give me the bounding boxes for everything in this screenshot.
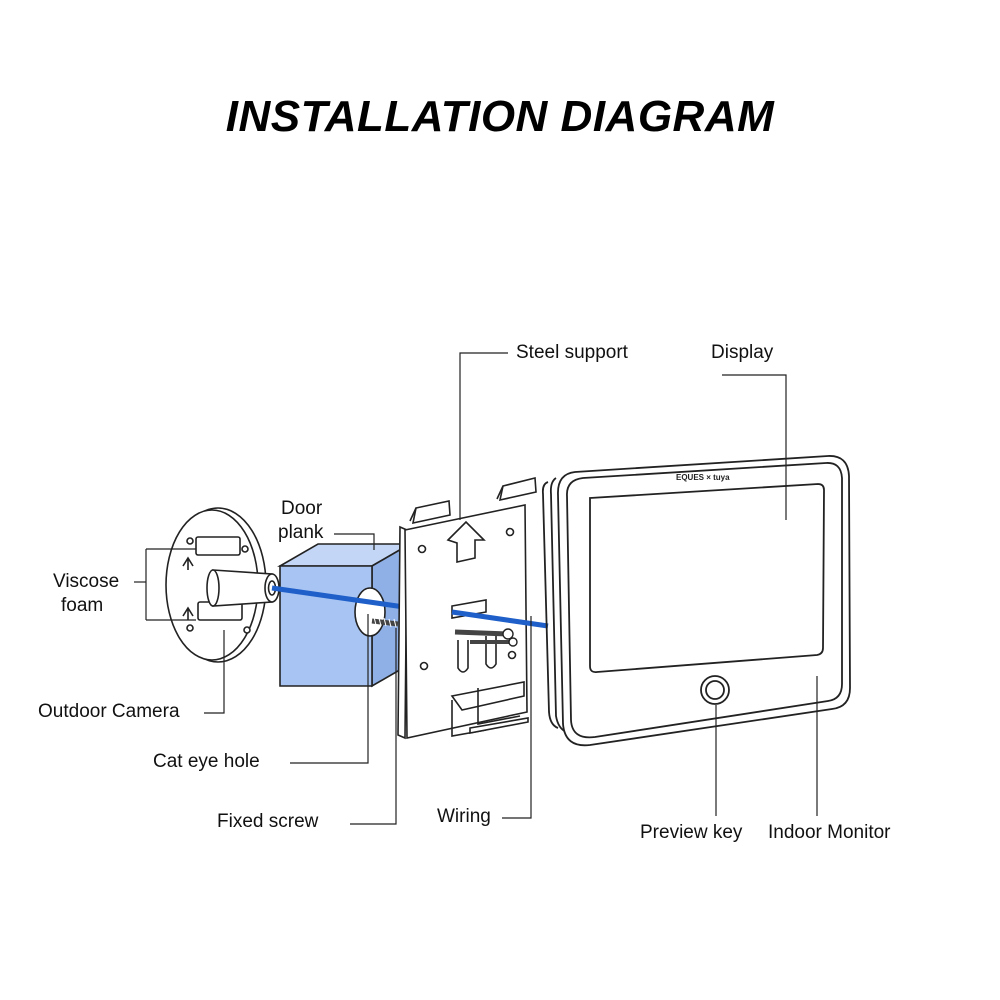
label-viscose-foam-line2: foam [61, 595, 104, 616]
indoor-monitor [541, 455, 851, 747]
label-steel-support: Steel support [516, 342, 628, 363]
label-fixed-screw: Fixed screw [217, 811, 319, 832]
leader-lines [134, 352, 818, 825]
steel-support [397, 476, 537, 740]
wiring-cable-rear [451, 609, 549, 629]
fixed-screw [371, 616, 399, 628]
brand-logo: EQUES × tuya [676, 473, 730, 482]
diagram-title: INSTALLATION DIAGRAM [225, 92, 775, 141]
outdoor-camera [165, 507, 280, 663]
label-viscose-foam-line1: Viscose [53, 571, 120, 592]
display-screen [589, 483, 825, 674]
label-door-plank-line1: Door [281, 498, 323, 519]
label-display: Display [711, 342, 774, 363]
label-preview-key: Preview key [640, 822, 743, 843]
label-door-plank-line2: plank [278, 522, 324, 543]
cat-eye-hole [354, 587, 386, 637]
label-wiring: Wiring [437, 806, 491, 827]
viscose-foam-pad-top [195, 536, 241, 556]
label-indoor-monitor: Indoor Monitor [768, 822, 891, 843]
label-outdoor-camera: Outdoor Camera [38, 701, 180, 722]
support-screws [454, 628, 518, 647]
label-cat-eye-hole: Cat eye hole [153, 751, 260, 772]
door-plank [277, 542, 413, 688]
